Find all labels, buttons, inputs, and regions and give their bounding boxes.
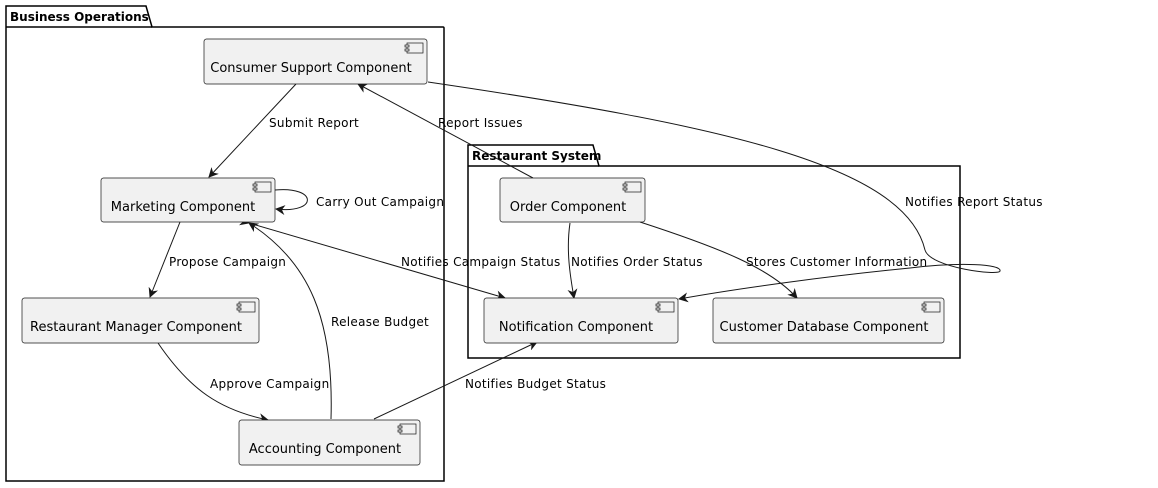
edge-notifies-campaign-status bbox=[238, 215, 506, 301]
component-label: Restaurant Manager Component bbox=[30, 320, 242, 335]
edges bbox=[148, 81, 1001, 424]
component-consumer-support[interactable]: Consumer Support Component bbox=[203, 38, 428, 85]
edge-propose-campaign bbox=[148, 221, 181, 298]
edge-submit-report bbox=[208, 83, 297, 178]
component-label: Consumer Support Component bbox=[210, 61, 411, 76]
component-icon bbox=[622, 181, 642, 193]
label-stores-customer-information: Stores Customer Information bbox=[746, 255, 927, 269]
package-business-frame bbox=[5, 5, 445, 482]
label-release-budget: Release Budget bbox=[331, 315, 429, 329]
component-marketing[interactable]: Marketing Component bbox=[100, 177, 276, 223]
component-label: Marketing Component bbox=[111, 200, 255, 215]
component-icon bbox=[252, 181, 272, 193]
label-propose-campaign: Propose Campaign bbox=[169, 255, 286, 269]
component-label: Order Component bbox=[510, 200, 627, 215]
component-icon bbox=[921, 301, 941, 313]
edge-carry-out-campaign bbox=[274, 189, 308, 216]
component-restaurant-manager[interactable]: Restaurant Manager Component bbox=[21, 297, 260, 344]
edge-labels: Submit Report Carry Out Campaign Propose… bbox=[169, 116, 1043, 391]
component-label: Notification Component bbox=[499, 320, 653, 335]
component-label: Accounting Component bbox=[249, 442, 401, 457]
label-report-issues: Report Issues bbox=[438, 116, 523, 130]
component-icon bbox=[397, 423, 417, 435]
label-notifies-order-status: Notifies Order Status bbox=[571, 255, 703, 269]
package-restaurant-title: Restaurant System bbox=[472, 149, 601, 163]
component-icon bbox=[236, 301, 256, 313]
component-icon bbox=[655, 301, 675, 313]
package-business-title: Business Operations bbox=[10, 10, 149, 24]
component-icon bbox=[404, 42, 424, 54]
label-notifies-campaign-status: Notifies Campaign Status bbox=[401, 255, 561, 269]
component-order[interactable]: Order Component bbox=[499, 177, 646, 223]
edge-notifies-report-status bbox=[427, 81, 1001, 303]
edge-approve-campaign bbox=[157, 342, 269, 424]
component-notification[interactable]: Notification Component bbox=[483, 297, 679, 344]
edge-stores-customer-information bbox=[639, 221, 798, 299]
label-carry-out-campaign: Carry Out Campaign bbox=[316, 195, 444, 209]
label-notifies-report-status: Notifies Report Status bbox=[905, 195, 1043, 209]
component-customer-database[interactable]: Customer Database Component bbox=[712, 297, 945, 344]
component-label: Customer Database Component bbox=[720, 320, 929, 335]
component-accounting[interactable]: Accounting Component bbox=[238, 419, 421, 466]
edge-report-issues bbox=[357, 83, 534, 179]
edge-notifies-order-status bbox=[567, 222, 578, 299]
label-notifies-budget-status: Notifies Budget Status bbox=[465, 377, 606, 391]
package-business-operations: Business Operations bbox=[5, 5, 445, 482]
edge-notifies-budget-status bbox=[373, 341, 538, 420]
label-approve-campaign: Approve Campaign bbox=[210, 377, 330, 391]
label-submit-report: Submit Report bbox=[269, 116, 359, 130]
